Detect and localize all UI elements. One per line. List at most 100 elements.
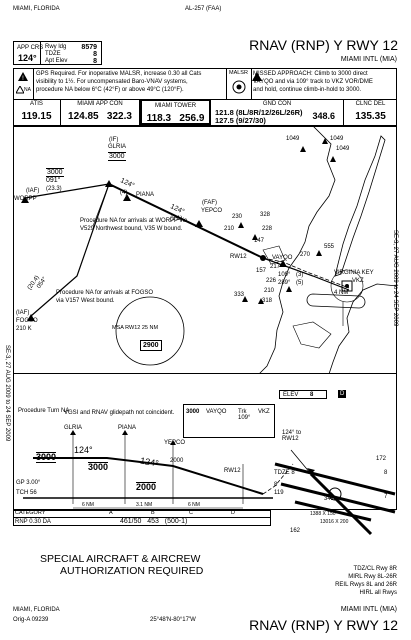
obstacle-elev: 1049 [330, 136, 344, 142]
plan-worpp-crs: 091° [46, 177, 61, 184]
runway-info-box: Rwy ldg 8579 TDZE 8 Apt Elev 8 [40, 41, 102, 65]
obstacle-elev: 226 [266, 278, 277, 284]
app-crs-value: 124° [18, 53, 37, 63]
airport-elev: 8 [274, 482, 278, 488]
plan-glria-label: GLRIA [108, 144, 127, 150]
plan-vkz-label: VKZ [352, 278, 364, 284]
chart-date-left: SE-3, 27 AUG 2009 to 24 SEP 2009 [4, 345, 10, 442]
profile-dist3: 6 NM [188, 502, 200, 508]
malsr-lighting-icon [232, 80, 246, 94]
airport-note-2: MIRL Rwy 8L-26R [348, 574, 397, 580]
plan-piana-label: PIANA [136, 192, 155, 198]
missed-approach-line-2: VAYQO and via 109° track to VKZ VOR/DME [253, 79, 373, 85]
obstacle-elev: 270 [300, 252, 311, 258]
header-location: MIAMI, FLORIDA [13, 6, 60, 12]
rwy-ldg-label: Rwy ldg [45, 44, 67, 50]
obstacle-elev: 230 [232, 214, 243, 220]
plan-view-drawing [21, 126, 397, 374]
profile-alt2: 3000 [88, 462, 109, 472]
chart-date-right: SE-3, 27 AUG 2009 to 24 SEP 2009 [392, 230, 398, 327]
obstacle-elev: 157 [256, 268, 267, 274]
missed-approach-line-3: and hold, continue climb-in-hold to 3000… [253, 87, 362, 93]
ma-box-vkz: VKZ [258, 409, 270, 415]
apt-elev-value: 8 [93, 58, 97, 65]
freq-atis-label: ATIS [30, 101, 43, 107]
obstacle-elev: 210 [264, 288, 275, 294]
plan-hold-dist1: (3) [296, 272, 304, 278]
profile-rw12: RW12 [224, 468, 241, 474]
freq-tower-label: MIAMI TOWER [154, 103, 197, 109]
missed-approach-box: 3000 VAYQO Trk 109° VKZ [183, 404, 275, 438]
airport-elev: 7 [384, 494, 388, 500]
freq-atis-value: 119.15 [21, 111, 52, 122]
freq-gnd-con-value-3: 348.6 [312, 111, 335, 121]
profile-dist1: 6 NM [82, 502, 94, 508]
tdze-value: 8 [93, 51, 97, 58]
plan-msa-alt: 2900 [140, 340, 162, 351]
plan-view [13, 126, 397, 374]
profile-view [13, 374, 397, 510]
plan-note-worpp-1: Procedure NA for arrivals at WORPP via [80, 218, 188, 224]
app-crs-box: APP CRS 124° [13, 41, 44, 65]
plan-note-worpp-2: V529 Northwest bound, V35 W bound. [80, 226, 183, 232]
airport-note-3: REIL Rwys 8L and 26R [335, 582, 397, 588]
rwy-ldg-value: 8579 [81, 44, 97, 51]
freq-tower: MIAMI TOWER 118.3 256.9 [140, 99, 211, 125]
airport-note-1: TDZ/CL Rwy 8R [353, 566, 397, 572]
airport-rwy-dim: 1388 X 150 [310, 511, 336, 517]
footer-location: MIAMI, FLORIDA [13, 607, 60, 613]
freq-gnd-con-value-1: 121.8 (8L/8R/12/26L/26R) [215, 108, 303, 117]
freq-clnc-del-label: CLNC DEL [355, 101, 386, 107]
airport-rwy-crs: 124° to RW12 [282, 430, 302, 442]
obstacle-elev: 1049 [286, 136, 300, 142]
profile-piana: PIANA [118, 425, 137, 431]
freq-clnc-del: CLNC DEL 135.35 [344, 99, 397, 125]
plan-dist2: (3.1) [170, 216, 183, 222]
na-label: NA [24, 87, 31, 93]
d-category-badge: D [338, 390, 347, 398]
profile-proc-turn: Procedure Turn NA [18, 408, 70, 414]
freq-gnd-con-value-2: 127.5 (9/27/30) [215, 116, 266, 125]
ma-box-alt: 3000 [186, 409, 200, 415]
warning-triangle-icon: ! [18, 72, 28, 82]
obstacle-elev: 217 [270, 264, 281, 270]
na-cell: ! NA [13, 68, 34, 99]
note-line-3: procedure NA below 6°C (42°F) or above 4… [36, 87, 184, 93]
plan-iaf2-label: (IAF) [16, 310, 30, 316]
profile-gp: GP 3.00° [16, 480, 41, 486]
profile-note: VGSI and RNAV glidepath not coincident. [64, 410, 175, 416]
freq-clnc-del-value: 135.35 [355, 111, 386, 122]
profile-alt4: 2000 [136, 482, 157, 492]
plan-worpp-dist: (23.3) [46, 186, 62, 192]
svg-text:!: ! [22, 76, 24, 82]
footer-coords: 25°48'N-80°17'W [150, 617, 196, 623]
plan-hold-crs2: 289° [278, 280, 291, 286]
obstacle-elev: 1049 [336, 146, 350, 152]
obstacle-elev: 318 [262, 298, 273, 304]
airport-diagram [274, 449, 396, 536]
header-title: RNAV (RNP) Y RWY 12 [249, 37, 398, 53]
airport-note-4: HIRL all Rwys [359, 590, 397, 596]
obstacle-elev: 210 [224, 226, 235, 232]
plan-note-fogso-1: Procedure NA for arrivals at FOGSO [56, 290, 154, 296]
plan-rw12-label: RW12 [230, 254, 247, 260]
plan-msa-label: MSA RW12 25 NM [112, 325, 159, 331]
freq-tower-value: 118.3 256.9 [146, 113, 205, 124]
app-crs-label: APP CRS [17, 45, 44, 51]
profile-crs1: 124° [74, 445, 93, 455]
malsr-label: MALSR [229, 70, 248, 76]
tdze-label: TDZE [45, 51, 61, 57]
na-triangle-icon [16, 86, 24, 94]
profile-glria: GLRIA [64, 425, 83, 431]
notes-row [13, 68, 397, 99]
profile-tch: TCH 56 [16, 490, 37, 496]
obstacle-elev: 328 [260, 212, 271, 218]
plan-virginia-key-label: VIRGINIA KEY [334, 270, 374, 276]
minima-header-c: C [189, 510, 193, 516]
profile-dist2: 3.1 NM [136, 502, 153, 508]
plan-note-fogso-2: via V157 West bound. [56, 298, 115, 304]
special-auth-line-2: AUTHORIZATION REQUIRED [60, 565, 204, 577]
freq-app-con-value: 124.85 322.3 [68, 111, 132, 122]
footer-title: RNAV (RNP) Y RWY 12 [249, 617, 398, 633]
minima-row-label: RNP 0.30 DA [15, 519, 51, 525]
